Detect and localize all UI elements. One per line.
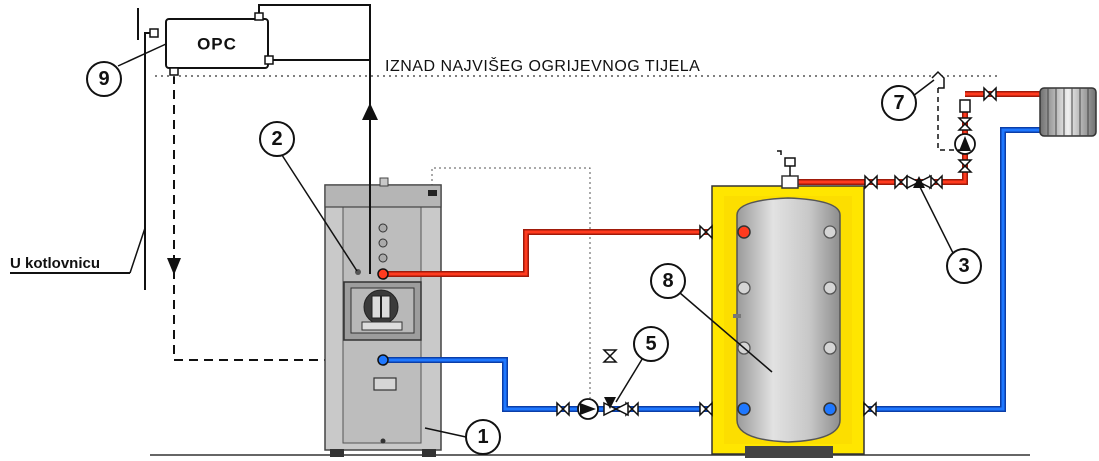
callout-2: 2 — [259, 121, 358, 272]
callout-9: 9 — [86, 43, 167, 97]
flow-arrow-up — [362, 103, 378, 120]
boiler-pump — [577, 398, 599, 420]
control-dotted-line — [431, 167, 591, 400]
opc-vent-line — [258, 4, 371, 110]
callout-5: 5 — [615, 326, 669, 403]
callout-1-number: 1 — [477, 426, 488, 448]
radiator — [1039, 87, 1097, 137]
callout-7-number: 7 — [893, 92, 904, 114]
kotlovnica-leader — [129, 227, 146, 274]
opc-label: OPC — [197, 35, 237, 54]
flow-arrow-down — [167, 258, 181, 275]
heating-vent — [931, 70, 971, 151]
callout-8-number: 8 — [662, 270, 673, 292]
callout-2-number: 2 — [271, 128, 282, 150]
callout-3-number: 3 — [958, 255, 969, 277]
heating-pump — [954, 133, 976, 155]
boiler-supply-port — [377, 268, 389, 280]
opc-overflow-line — [144, 32, 150, 290]
buffer-tank — [711, 175, 865, 458]
callout-7: 7 — [881, 79, 935, 121]
tank-air-vent — [777, 150, 796, 176]
caption-above-radiator: IZNAD NAJVIŠEG OGRIJEVNOG TIJELA — [385, 56, 700, 75]
callout-5-number: 5 — [645, 333, 656, 355]
boiler-return-port — [377, 354, 389, 366]
opc-expansion-tank: OPC — [149, 12, 274, 76]
callout-3: 3 — [918, 184, 982, 284]
ball-valves — [556, 86, 997, 417]
mixing-valve-upper — [906, 174, 932, 190]
kotlovnica-label: U kotlovnicu — [10, 255, 100, 272]
callout-9-number: 9 — [98, 68, 109, 90]
callout-1: 1 — [424, 419, 501, 455]
mixing-valve-lower — [603, 397, 629, 417]
opc-return-dashed — [173, 75, 386, 361]
callout-8: 8 — [650, 263, 773, 373]
boiler — [324, 177, 442, 457]
